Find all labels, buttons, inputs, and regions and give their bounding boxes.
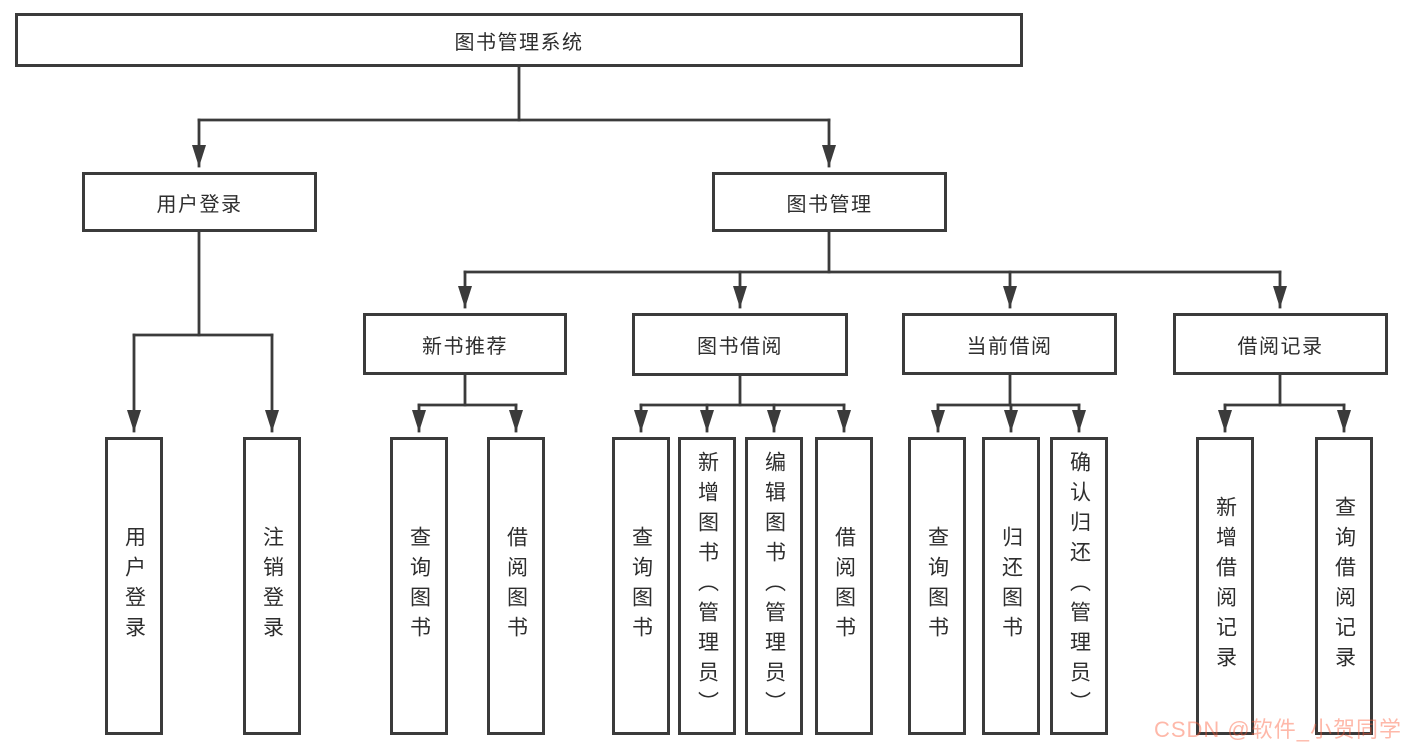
node-root: 图书管理系统 (15, 13, 1023, 67)
leaf-edit-book-admin-label: 编辑图书（管理员） (762, 451, 786, 721)
leaf-query-books-recommend: 查询图书 (390, 437, 448, 735)
leaf-query-books-borrow: 查询图书 (612, 437, 670, 735)
leaf-borrow-books-recommend-label: 借阅图书 (504, 526, 528, 646)
leaf-return-book-label: 归还图书 (999, 526, 1023, 646)
leaf-logout: 注销登录 (243, 437, 301, 735)
leaf-borrow-books: 借阅图书 (815, 437, 873, 735)
leaf-add-borrow-record-label: 新增借阅记录 (1213, 496, 1237, 676)
leaf-query-borrow-record: 查询借阅记录 (1315, 437, 1373, 735)
leaf-query-books-current: 查询图书 (908, 437, 966, 735)
leaf-borrow-books-label: 借阅图书 (832, 526, 856, 646)
leaf-query-books-current-label: 查询图书 (925, 526, 949, 646)
leaf-query-books-recommend-label: 查询图书 (407, 526, 431, 646)
leaf-confirm-return-admin: 确认归还（管理员） (1050, 437, 1108, 735)
node-new-book-recommend: 新书推荐 (363, 313, 567, 375)
node-book-management: 图书管理 (712, 172, 947, 232)
node-borrow-records: 借阅记录 (1173, 313, 1388, 375)
leaf-add-book-admin: 新增图书（管理员） (678, 437, 736, 735)
node-user-login: 用户登录 (82, 172, 317, 232)
leaf-query-borrow-record-label: 查询借阅记录 (1332, 496, 1356, 676)
leaf-confirm-return-admin-label: 确认归还（管理员） (1067, 451, 1091, 721)
leaf-add-borrow-record: 新增借阅记录 (1196, 437, 1254, 735)
leaf-borrow-books-recommend: 借阅图书 (487, 437, 545, 735)
leaf-query-books-borrow-label: 查询图书 (629, 526, 653, 646)
node-book-borrow: 图书借阅 (632, 313, 848, 376)
leaf-edit-book-admin: 编辑图书（管理员） (745, 437, 803, 735)
leaf-add-book-admin-label: 新增图书（管理员） (695, 451, 719, 721)
leaf-user-login: 用户登录 (105, 437, 163, 735)
leaf-return-book: 归还图书 (982, 437, 1040, 735)
node-current-borrow: 当前借阅 (902, 313, 1117, 375)
leaf-user-login-label: 用户登录 (122, 526, 146, 646)
leaf-logout-label: 注销登录 (260, 526, 284, 646)
